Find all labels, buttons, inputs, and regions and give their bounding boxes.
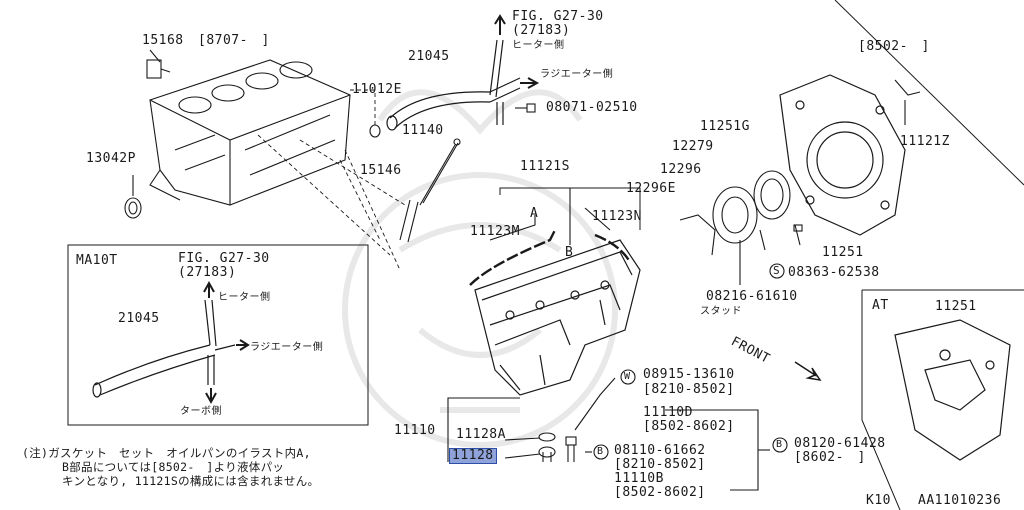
label-21045-box: 21045 [118, 311, 160, 326]
label-circle-b1: B [597, 446, 604, 457]
label-11128-highlighted[interactable]: 11128 [449, 448, 497, 464]
label-11110d: 11110D [643, 405, 693, 420]
watermark-emblem [342, 89, 618, 448]
label-radiator-box: ラジエーター側 [250, 342, 324, 353]
note-line-1: (注)ガスケット セット オイルパンのイラスト内A, [22, 446, 311, 460]
oil-seal-12279 [753, 170, 791, 220]
label-11128a: 11128A [456, 427, 506, 442]
label-08216: 08216-61610 [706, 289, 798, 304]
bolt-08110 [565, 436, 577, 462]
label-heater-box: ヒーター側 [218, 292, 271, 303]
label-21045: 21045 [408, 49, 450, 64]
label-15168-range: [8707- ] [198, 33, 270, 48]
label-15146: 15146 [360, 163, 402, 178]
label-11110b-range: [8502-8602] [614, 485, 706, 500]
seal-13042p [124, 197, 142, 219]
label-heater-top: ヒーター側 [512, 40, 565, 51]
label-11110b: 11110B [614, 471, 664, 486]
label-11251: 11251 [822, 245, 864, 260]
arrow-radiator-top [520, 77, 540, 89]
engine-block [149, 59, 351, 206]
rear-plate-11251 [779, 74, 906, 236]
note-line-3: キンとなり, 11121Sの構成には含まれません。 [62, 474, 320, 488]
retainer-12296 [712, 186, 758, 244]
ma10t-inset-box [67, 244, 369, 426]
label-fig-top: FIG. G27-30 [512, 9, 604, 24]
label-11251g: 11251G [700, 119, 750, 134]
gasket-11123m [469, 229, 557, 286]
label-at: AT [872, 298, 889, 313]
label-12296e: 12296E [626, 181, 676, 196]
label-turbo-box: ターボ側 [180, 406, 222, 417]
note-line-2: B部品については[8502- ]より液体パッ [62, 460, 285, 474]
oring-11012e [369, 124, 381, 138]
label-8502-top: [8502- ] [858, 39, 930, 54]
bolt-08071 [515, 103, 536, 113]
label-11121z: 11121Z [900, 134, 950, 149]
at-plate-11251 [894, 319, 1011, 461]
sender-15168 [146, 49, 171, 79]
page-code-aa: AA11010236 [918, 493, 1002, 508]
label-11123n: 11123N [592, 209, 642, 224]
label-fig-top-code: (27183) [512, 23, 571, 38]
label-radiator-top: ラジエーター側 [540, 69, 614, 80]
drain-plug-11128 [538, 446, 556, 462]
water-pipe-21045-ma10t [92, 299, 236, 398]
gasket-12296e [679, 214, 716, 256]
label-12279: 12279 [672, 139, 714, 154]
label-11251-at: 11251 [935, 299, 977, 314]
water-pipe-21045 [386, 39, 521, 131]
oil-pan-11110 [474, 239, 641, 396]
gasket-11121z [894, 79, 921, 125]
guide-tube-15146 [399, 199, 419, 243]
label-11110d-range: [8502-8602] [643, 419, 735, 434]
label-08915-range: [8210-8502] [643, 382, 735, 397]
label-circle-b2: B [776, 439, 783, 450]
washer-11128a [538, 432, 556, 442]
label-11110: 11110 [394, 423, 436, 438]
label-08915: 08915-13610 [643, 367, 735, 382]
label-08120: 08120-61428 [794, 436, 886, 451]
label-fig-box: FIG. G27-30 [178, 251, 270, 266]
label-ma10t: MA10T [76, 253, 118, 268]
label-11123m: 11123M [470, 224, 520, 239]
arrow-heater-top [494, 14, 506, 35]
label-fig-box-code: (27183) [178, 265, 237, 280]
label-15168: 15168 [142, 33, 184, 48]
label-11140: 11140 [402, 123, 444, 138]
label-letter-b: B [565, 245, 574, 260]
label-08120-range: [8602- ] [794, 450, 866, 465]
label-12296: 12296 [660, 162, 702, 177]
label-stud: スタッド [700, 306, 742, 317]
label-11012e: 11012E [352, 82, 402, 97]
label-circle-s: S [773, 264, 781, 277]
label-08363: 08363-62538 [788, 265, 880, 280]
label-13042p: 13042P [86, 151, 136, 166]
gasket-11123n [594, 233, 632, 263]
label-letter-a: A [530, 206, 539, 221]
label-08110-range: [8210-8502] [614, 457, 706, 472]
page-code-k10: K10 [866, 493, 891, 508]
label-circle-w: W [624, 371, 631, 382]
label-08110: 08110-61662 [614, 443, 706, 458]
dipstick-11140 [419, 138, 461, 206]
label-08071: 08071-02510 [546, 100, 638, 115]
label-11121s: 11121S [520, 159, 570, 174]
